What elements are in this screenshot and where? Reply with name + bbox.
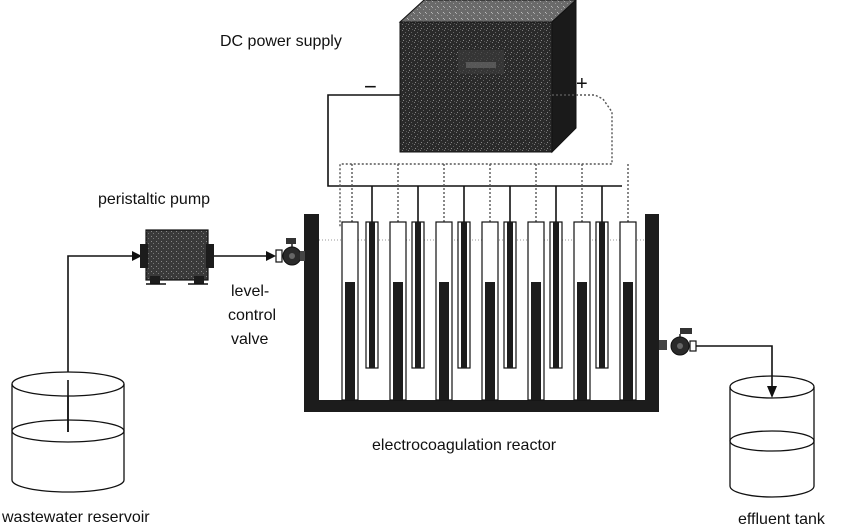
electrode-plate [549, 221, 563, 369]
cylinder-icon [729, 375, 815, 498]
electrode-plate [341, 221, 359, 401]
electrodes [341, 221, 637, 401]
inlet-arrowhead-2 [266, 251, 276, 261]
reservoir-label: wastewater reservoir [1, 509, 150, 526]
electrode-plate [411, 221, 425, 369]
electrode-plate [619, 221, 637, 401]
outlet-valve-icon [659, 328, 697, 356]
electrode-plate [481, 221, 499, 401]
electrode-plate [595, 221, 609, 369]
electrode-plate [389, 221, 407, 401]
negative-terminal-label: − [364, 74, 377, 99]
valve-label-line1: level- [231, 283, 269, 300]
reactor-wall-top-left [304, 214, 319, 218]
outlet-arrowhead [767, 386, 777, 398]
reactor-floor [304, 400, 659, 412]
electrode-plate [365, 221, 379, 369]
pump-label: peristaltic pump [98, 191, 210, 208]
electrocoagulation-reactor [304, 214, 659, 412]
electrode-plate [527, 221, 545, 401]
electrode-plate [457, 221, 471, 369]
electrode-plate [573, 221, 591, 401]
outlet-pipe [696, 345, 773, 388]
valve-icon [275, 238, 305, 266]
effluent-tank [729, 375, 815, 498]
valve-label-line3: valve [231, 331, 268, 348]
reactor-wall-right [645, 214, 659, 412]
power-supply [398, 0, 577, 154]
positive-terminal-label: + [576, 73, 588, 95]
pump-icon [140, 229, 214, 285]
power-supply-side [551, 0, 577, 154]
power-supply-front [399, 21, 553, 153]
effluent-label: effluent tank [738, 511, 826, 527]
wastewater-reservoir [11, 371, 125, 493]
reactor-label: electrocoagulation reactor [372, 437, 557, 454]
electrode-plate [503, 221, 517, 369]
negative-wiring [327, 94, 622, 226]
electrode-plate [435, 221, 453, 401]
power-supply-top [398, 0, 577, 23]
power-supply-knob [466, 62, 496, 68]
power-supply-label: DC power supply [220, 33, 342, 50]
inlet-arrowhead-1 [132, 251, 142, 261]
valve-label-line2: control [228, 307, 276, 324]
reactor-wall-left [304, 214, 319, 412]
